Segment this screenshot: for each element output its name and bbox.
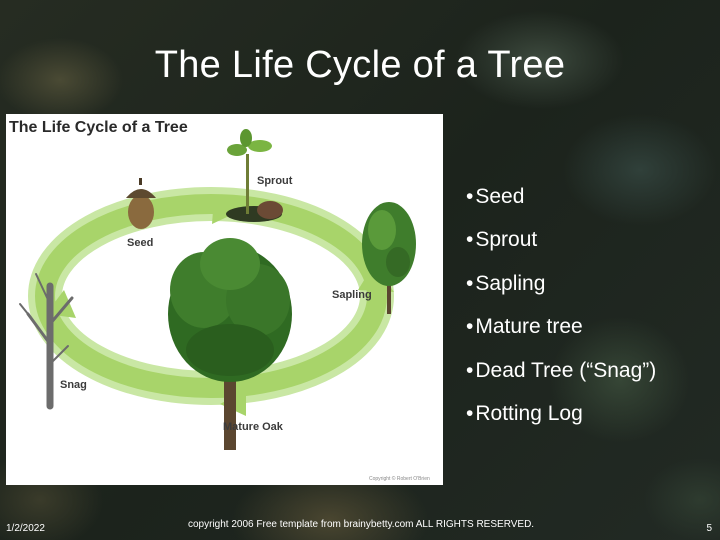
label-seed: Seed: [127, 237, 153, 249]
diagram-credit: Copyright © Robert O'Brien: [369, 475, 430, 482]
label-sapling: Sapling: [332, 289, 372, 301]
bullet-item: Rotting Log: [466, 399, 656, 442]
label-mature-oak: Mature Oak: [223, 421, 284, 433]
mature-oak-icon: [168, 238, 292, 450]
sprout-icon: [226, 129, 283, 222]
footer-copyright: copyright 2006 Free template from brainy…: [188, 519, 535, 530]
bullet-item: Sapling: [466, 269, 656, 312]
life-cycle-diagram: The Life Cycle of a Tree Seed Sprout: [6, 114, 443, 485]
slide-title: The Life Cycle of a Tree: [154, 44, 566, 86]
page-number: 5: [706, 523, 712, 534]
footer-date: 1/2/2022: [6, 523, 45, 534]
bullet-list: Seed Sprout Sapling Mature tree Dead Tre…: [466, 182, 656, 442]
cycle-arrow-ring: [28, 187, 394, 405]
bullet-item: Mature tree: [466, 312, 656, 355]
diagram-title: The Life Cycle of a Tree: [9, 119, 188, 136]
label-sprout: Sprout: [257, 175, 293, 187]
acorn-icon: [126, 178, 156, 229]
life-cycle-diagram-svg: The Life Cycle of a Tree Seed Sprout: [9, 119, 430, 482]
label-snag: Snag: [60, 379, 87, 391]
bullet-item: Sprout: [466, 225, 656, 268]
bullet-item: Seed: [466, 182, 656, 225]
bullet-item: Dead Tree (“Snag”): [466, 356, 656, 399]
arrow-head-top: [212, 198, 242, 224]
snag-icon: [19, 273, 74, 410]
sapling-icon: [362, 202, 416, 314]
